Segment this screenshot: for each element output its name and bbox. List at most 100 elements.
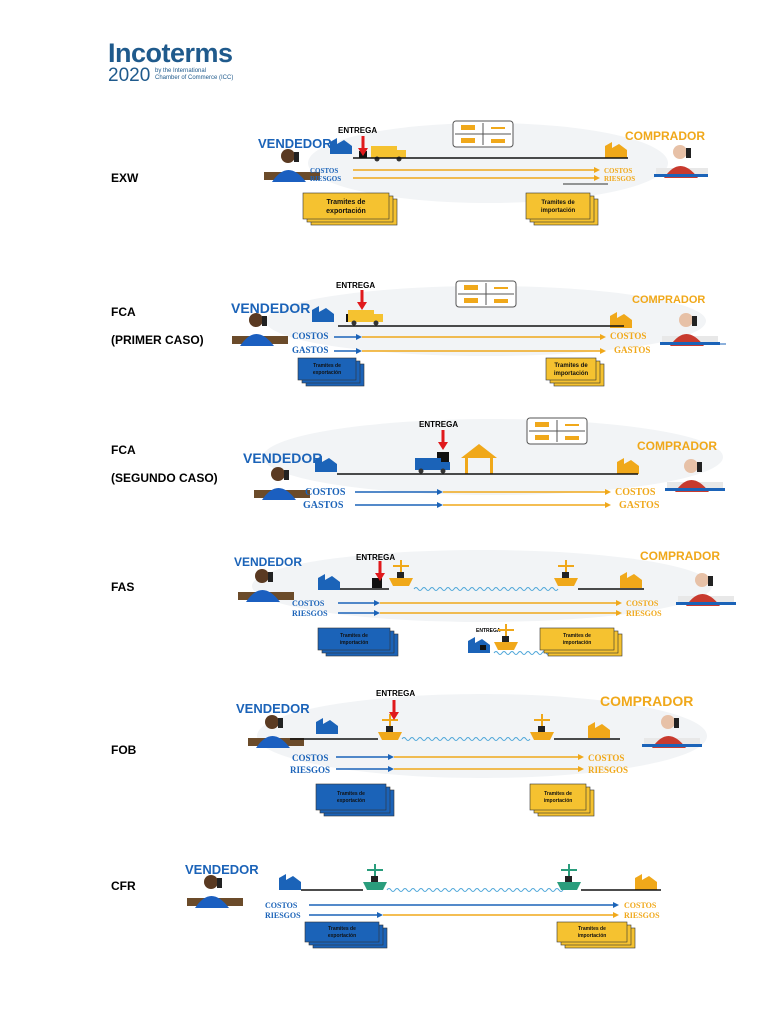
buyer-cost-label: COSTOS [604,167,632,175]
terminal-icon [461,444,497,474]
buyer-cost-arrow [443,489,611,495]
buyer-label: COMPRADOR [632,294,705,306]
buyer-expense-label: GASTOS [619,500,660,511]
seller-person-icon [264,149,320,182]
buyer-expense-label: GASTOS [614,345,650,355]
sea-route [401,737,531,741]
diagram-canvas: VENDEDORENTREGACOMPRADORCOSTOSGASTOSCOST… [243,417,725,511]
seller-risk-arrow [338,610,380,616]
transport-modes-icon [455,280,517,308]
transport-modes-icon [526,417,588,445]
buyer-warehouse-icon [610,312,632,328]
delivery-arrow [438,430,448,450]
doc-text: Tramites de [340,633,368,639]
buyer-person-icon [642,715,702,748]
buyer-expense-arrow [362,348,606,354]
buyer-cost-label: COSTOS [624,901,657,910]
mini-goods-box [480,645,486,650]
buyer-risk-label: RIESGOS [588,765,628,775]
delivery-label: ENTREGA [419,420,458,429]
world-map-background [252,550,712,622]
buyer-ship-icon [554,560,578,586]
cost-arrow [353,167,600,173]
buyer-label: COMPRADOR [637,439,717,453]
delivery-arrow [358,136,368,156]
warehouse-icon [312,306,334,322]
seller-cost-arrow [338,600,380,606]
seller-risk-arrow [336,766,394,772]
truck-icon [348,310,383,326]
seller-label: VENDEDOR [234,555,302,569]
doc-text: exportación [328,933,356,939]
truck-icon [415,458,450,474]
buyer-label: COMPRADOR [625,129,705,143]
seller-cost-arrow [336,754,394,760]
buyer-cost-arrow [380,600,622,606]
delivery-label: ENTREGA [338,126,377,135]
warehouse-icon [279,874,301,890]
warehouse-icon [315,456,337,472]
seller-risk-arrow [309,912,383,918]
diagram-canvas: VENDEDORENTREGACOMPRADORCOSTOSGASTOSCOST… [231,280,726,387]
seller-cost-arrow [334,334,362,340]
buyer-label: COMPRADOR [640,549,720,563]
sea-route [386,888,564,892]
seller-person-icon [254,467,310,500]
delivery-label: ENTREGA [356,553,395,562]
seller-cost-label: COSTOS [265,901,298,910]
seller-person-icon [238,569,294,602]
delivery-label: ENTREGA [336,281,375,290]
warehouse-icon [316,718,338,734]
ship-icon [389,560,413,586]
logo-tagline: by the International Chamber of Commerce… [155,68,234,81]
mini-warehouse-icon [468,637,490,653]
seller-expense-arrow [334,348,362,354]
warehouse-icon [318,574,340,590]
seller-cost-label: COSTOS [292,753,328,763]
diagram-canvas: VENDEDORCOSTOSRIESGOSCOSTOSRIESGOSTramit… [185,862,661,949]
buyer-ship-icon [557,864,581,890]
mini-sea [493,651,551,655]
buyer-label: COMPRADOR [600,693,693,709]
truck-icon [371,146,406,162]
incoterms-logo: Incoterms 2020 by the International Cham… [108,38,268,86]
buyer-cost-label: COSTOS [588,753,624,763]
sea-route [413,587,559,591]
buyer-risk-label: RIESGOS [624,911,660,920]
doc-text: exportación [337,798,365,804]
seller-cost-arrow [355,489,443,495]
seller-label: VENDEDOR [243,450,322,466]
buyer-warehouse-icon [605,142,627,158]
delivery-label: ENTREGA [376,689,415,698]
buyer-warehouse-icon [620,572,642,588]
buyer-cost-arrow [362,334,606,340]
seller-label: VENDEDOR [231,300,310,316]
row-label-fob: FOB [111,743,137,757]
seller-risk-label: RIESGOS [265,911,301,920]
buyer-person-icon [665,459,725,492]
row-label-fca-2: FCA (SEGUNDO CASO) [111,443,218,485]
seller-cost-label: COSTOS [310,167,338,175]
buyer-cost-label: COSTOS [615,487,656,498]
buyer-cost-arrow [394,754,584,760]
doc-text: Tramites de [328,926,356,932]
seller-cost-label: COSTOS [292,331,328,341]
buyer-person-icon [654,145,708,178]
world-map-background [266,286,706,356]
doc-text: importación [541,208,576,214]
buyer-warehouse-icon [635,874,657,890]
warehouse-icon [330,138,352,154]
doc-text: importación [554,371,589,377]
seller-expense-arrow [355,502,443,508]
doc-text: Tramites de [544,791,572,797]
logo-brand: Incoterms [108,38,233,68]
delivery-arrow [389,700,399,720]
